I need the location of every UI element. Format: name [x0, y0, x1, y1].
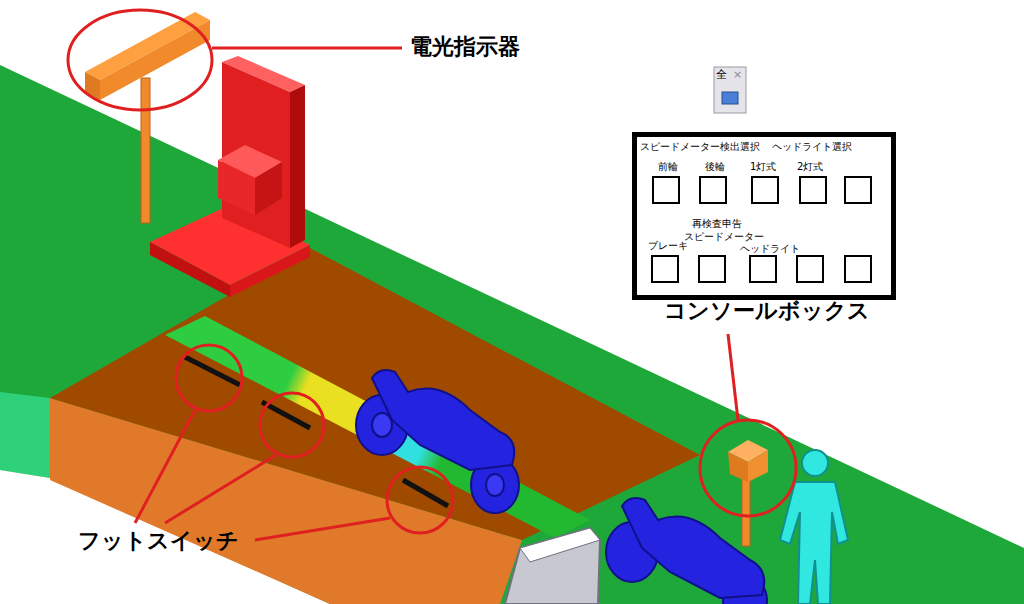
tool-icon: [722, 92, 738, 104]
panel-label: スピードメーター検出選択: [640, 141, 760, 153]
console-box: [748, 450, 768, 482]
foot-switch: [185, 357, 240, 385]
foot-switch: [262, 402, 310, 428]
machine-cube: [218, 160, 255, 215]
panel-ground: [632, 132, 896, 300]
checkbox: [652, 177, 871, 282]
callout-label: コンソールボックス: [664, 298, 870, 323]
console-pole: [742, 478, 750, 546]
callout-label: 電光指示器: [410, 34, 520, 59]
console-panel: スピードメーター検出選択ヘッドライト選択前輪 後輪 1灯式 2灯式再検査申告スピードメ…: [632, 132, 896, 300]
machine-cube: [255, 162, 282, 215]
window-close: ×: [733, 69, 742, 82]
ground-plane: [0, 65, 1024, 604]
machine-tower: [290, 85, 305, 248]
panel-label: 再検査申告: [692, 218, 742, 230]
console-box: [728, 452, 748, 482]
inspection-pit: [165, 316, 590, 538]
panel-label: ヘッドライト: [740, 243, 800, 255]
panel-label: 後輪: [705, 161, 725, 173]
foot-switch: [403, 480, 448, 506]
callout-label: フットスイッチ: [78, 528, 239, 553]
window-title: 全: [716, 69, 727, 82]
panel-label: ヘッドライト選択: [772, 141, 852, 153]
machine-base: [230, 245, 310, 297]
lane-item: [520, 528, 600, 562]
divider: [805, 212, 807, 250]
panel-label: スピードメーター: [684, 231, 764, 243]
ground-edge: [0, 392, 50, 478]
panel-label: 2灯式: [797, 161, 823, 173]
tool-window: [714, 67, 746, 113]
motorcycle: [356, 370, 519, 513]
indicator-board: [100, 20, 210, 100]
indicator-pole: [141, 78, 150, 223]
panel-label: 前輪: [658, 161, 678, 173]
person-figure: [780, 450, 848, 604]
machine-base: [150, 242, 230, 297]
platform-top: [50, 248, 700, 540]
lane-item: [505, 528, 600, 604]
panel-label: 1灯式: [750, 161, 776, 173]
panel-label: ブレーキ: [648, 240, 688, 252]
